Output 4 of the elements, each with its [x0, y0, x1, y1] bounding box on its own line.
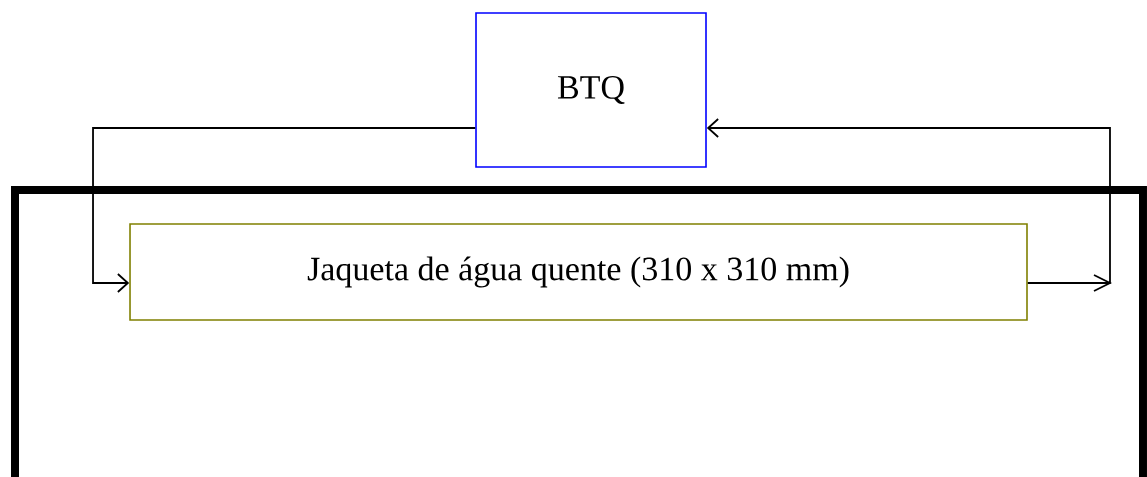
arrow	[706, 118, 1112, 292]
arrow	[92, 127, 477, 293]
jacket-box: Jaqueta de água quente (310 x 310 mm)	[129, 223, 1028, 321]
btq-box: BTQ	[475, 12, 707, 168]
